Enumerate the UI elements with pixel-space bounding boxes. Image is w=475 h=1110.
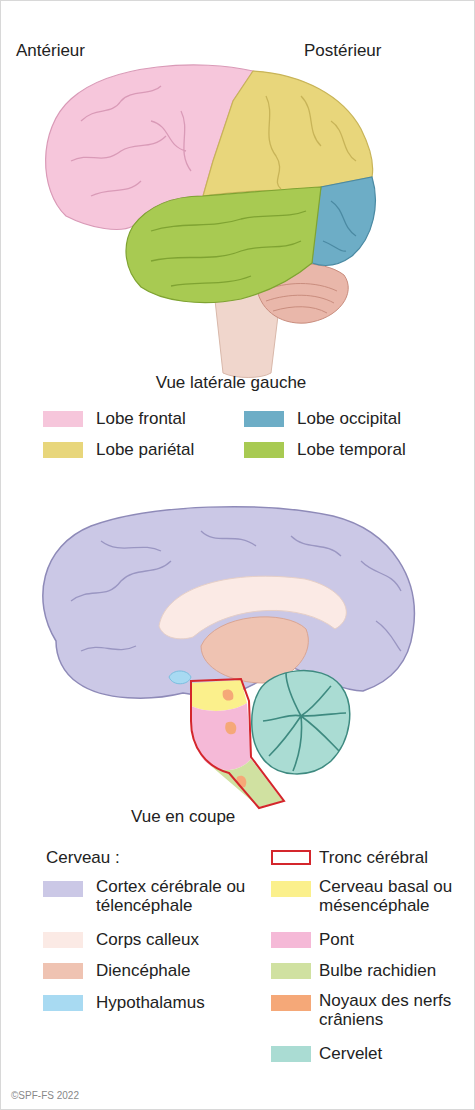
direction-label: Antérieur	[16, 41, 166, 60]
legend-text: Cervelet	[319, 1044, 469, 1063]
legend-swatch	[271, 932, 311, 948]
legend-text: Noyaux des nerfs crâniens	[319, 991, 469, 1029]
legend-swatch	[271, 995, 311, 1011]
midbrain-shape	[191, 680, 247, 711]
cerebellum-folia	[263, 284, 337, 314]
cerebellum-section	[252, 671, 350, 774]
section-brain	[43, 507, 415, 808]
legend-swatch	[43, 881, 83, 897]
legend-text: Cortex cérébrale ou télencéphale	[96, 877, 256, 915]
legend-text: Lobe frontal	[96, 409, 256, 428]
hypothalamus-shape	[169, 671, 191, 684]
legend-swatch	[244, 411, 284, 427]
temporal-lobe-shape	[126, 187, 321, 303]
view-title: Vue en coupe	[131, 807, 331, 826]
legend-swatch	[244, 442, 284, 458]
legend-text: Lobe temporal	[297, 440, 467, 459]
frontal-gyri	[71, 86, 191, 196]
occipital-lobe-shape	[312, 177, 375, 265]
parietal-lobe-shape	[203, 71, 373, 196]
parietal-gyri	[266, 96, 356, 189]
legend-text: Pont	[319, 930, 469, 949]
legend-swatch	[43, 995, 83, 1011]
pons-shape	[191, 703, 251, 770]
legend-text: Lobe occipital	[297, 409, 467, 428]
legend-heading: Cerveau :	[46, 848, 196, 867]
legend-text: Cerveau basal ou mésencéphale	[319, 877, 469, 915]
legend-swatch	[43, 932, 83, 948]
copyright-note: ©SPF-FS 2022	[11, 1090, 211, 1101]
legend-swatch	[271, 881, 311, 897]
lateral-brain	[46, 65, 376, 378]
arbor-vitae	[263, 673, 346, 771]
legend-outline-swatch	[271, 850, 311, 865]
legend-swatch	[43, 963, 83, 979]
legend-swatch	[271, 1046, 311, 1062]
temporal-gyri	[151, 211, 306, 286]
legend-text: Corps calleux	[96, 930, 256, 949]
legend-text: Hypothalamus	[96, 993, 256, 1012]
occipital-gyri	[323, 201, 356, 251]
legend-swatch	[43, 411, 83, 427]
legend-text: Lobe pariétal	[96, 440, 256, 459]
legend-swatch	[271, 963, 311, 979]
cortex-shape	[43, 507, 415, 698]
direction-label: Postérieur	[304, 41, 464, 60]
legend-text: Tronc cérébral	[319, 848, 469, 867]
legend-swatch	[43, 442, 83, 458]
legend-text: Bulbe rachidien	[319, 961, 469, 980]
view-title: Vue latérale gauche	[81, 373, 381, 392]
legend-text: Diencéphale	[96, 961, 256, 980]
